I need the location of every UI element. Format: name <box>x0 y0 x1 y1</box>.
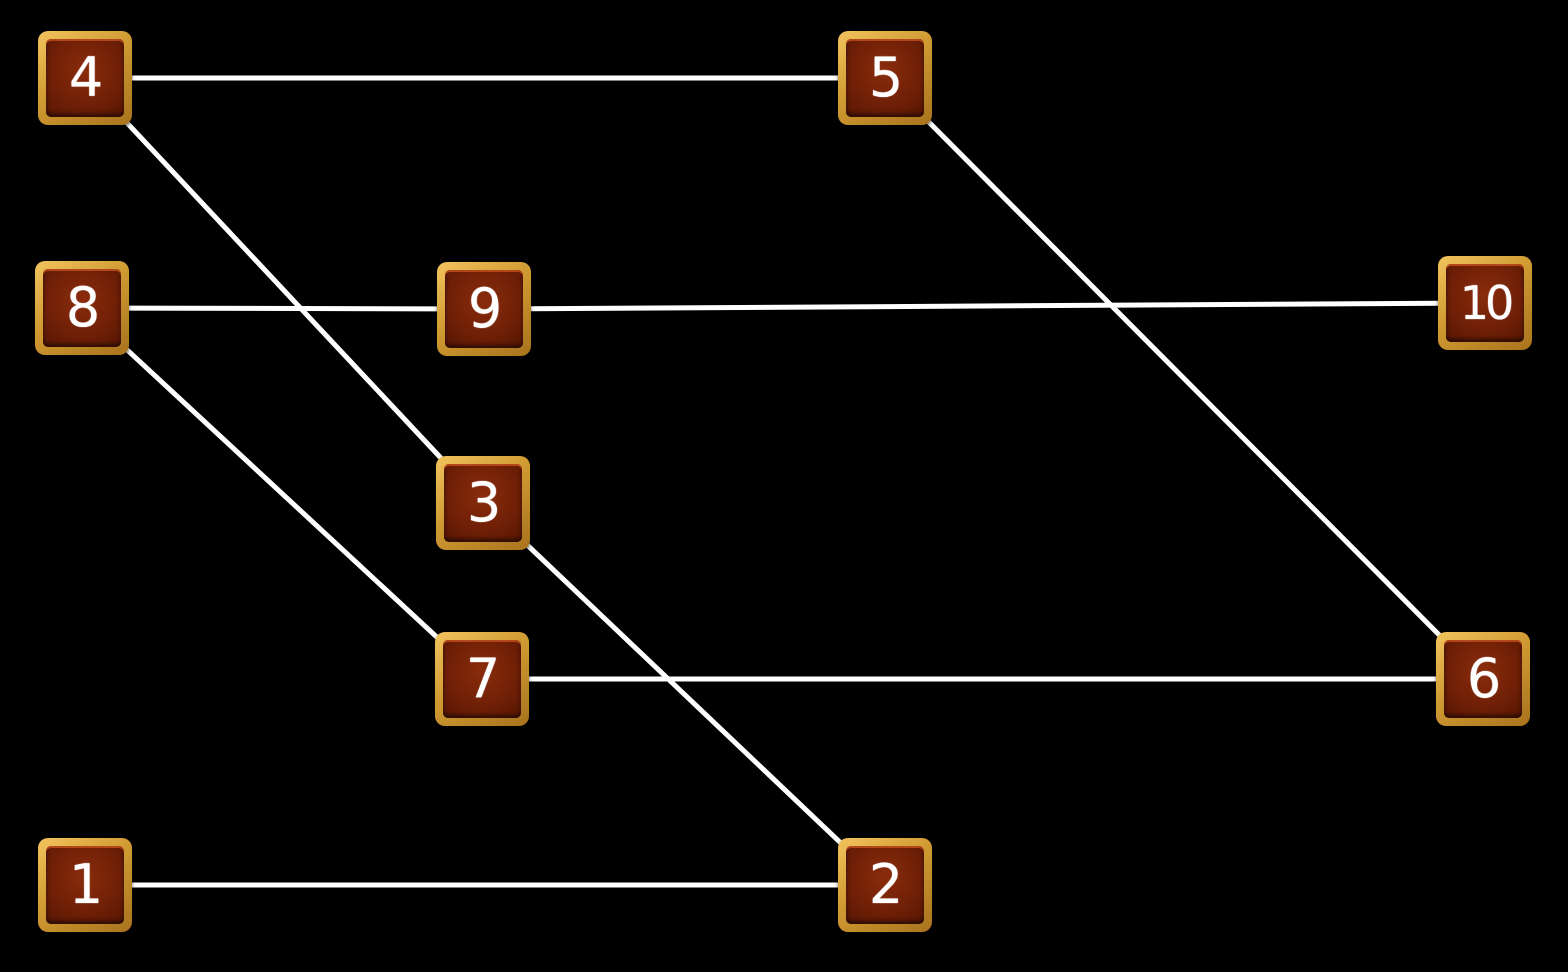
node-label: 6 <box>1466 647 1501 710</box>
node-tile-3[interactable]: 3 <box>436 456 530 550</box>
edge-8-9 <box>81 305 485 312</box>
node-label: 7 <box>465 647 500 710</box>
edge-8-7 <box>80 306 484 681</box>
tile-face: 1 <box>46 846 124 924</box>
tile-face: 4 <box>46 39 124 117</box>
node-label: 4 <box>68 46 103 109</box>
edge-5-6 <box>883 76 1485 681</box>
tile-face: 5 <box>846 39 924 117</box>
edge-4-3 <box>83 76 485 505</box>
edge-9-10 <box>483 300 1486 312</box>
node-tile-9[interactable]: 9 <box>437 262 531 356</box>
node-tile-4[interactable]: 4 <box>38 31 132 125</box>
node-label: 2 <box>868 853 903 916</box>
tile-face: 6 <box>1444 640 1522 718</box>
node-tile-2[interactable]: 2 <box>838 838 932 932</box>
node-tile-1[interactable]: 1 <box>38 838 132 932</box>
node-tile-7[interactable]: 7 <box>435 632 529 726</box>
node-tile-10[interactable]: 10 <box>1438 256 1532 350</box>
tile-face: 7 <box>443 640 521 718</box>
node-tile-5[interactable]: 5 <box>838 31 932 125</box>
edge-3-2 <box>481 501 887 887</box>
tile-face: 2 <box>846 846 924 924</box>
tile-face: 3 <box>444 464 522 542</box>
tile-face: 8 <box>43 269 121 347</box>
node-label: 10 <box>1459 276 1515 330</box>
node-tile-6[interactable]: 6 <box>1436 632 1530 726</box>
node-label: 8 <box>65 276 100 339</box>
node-label: 3 <box>466 471 501 534</box>
node-label: 5 <box>868 46 903 109</box>
tile-face: 9 <box>445 270 523 348</box>
tile-face: 10 <box>1446 264 1524 342</box>
node-label: 1 <box>68 853 103 916</box>
node-tile-8[interactable]: 8 <box>35 261 129 355</box>
node-label: 9 <box>467 277 502 340</box>
